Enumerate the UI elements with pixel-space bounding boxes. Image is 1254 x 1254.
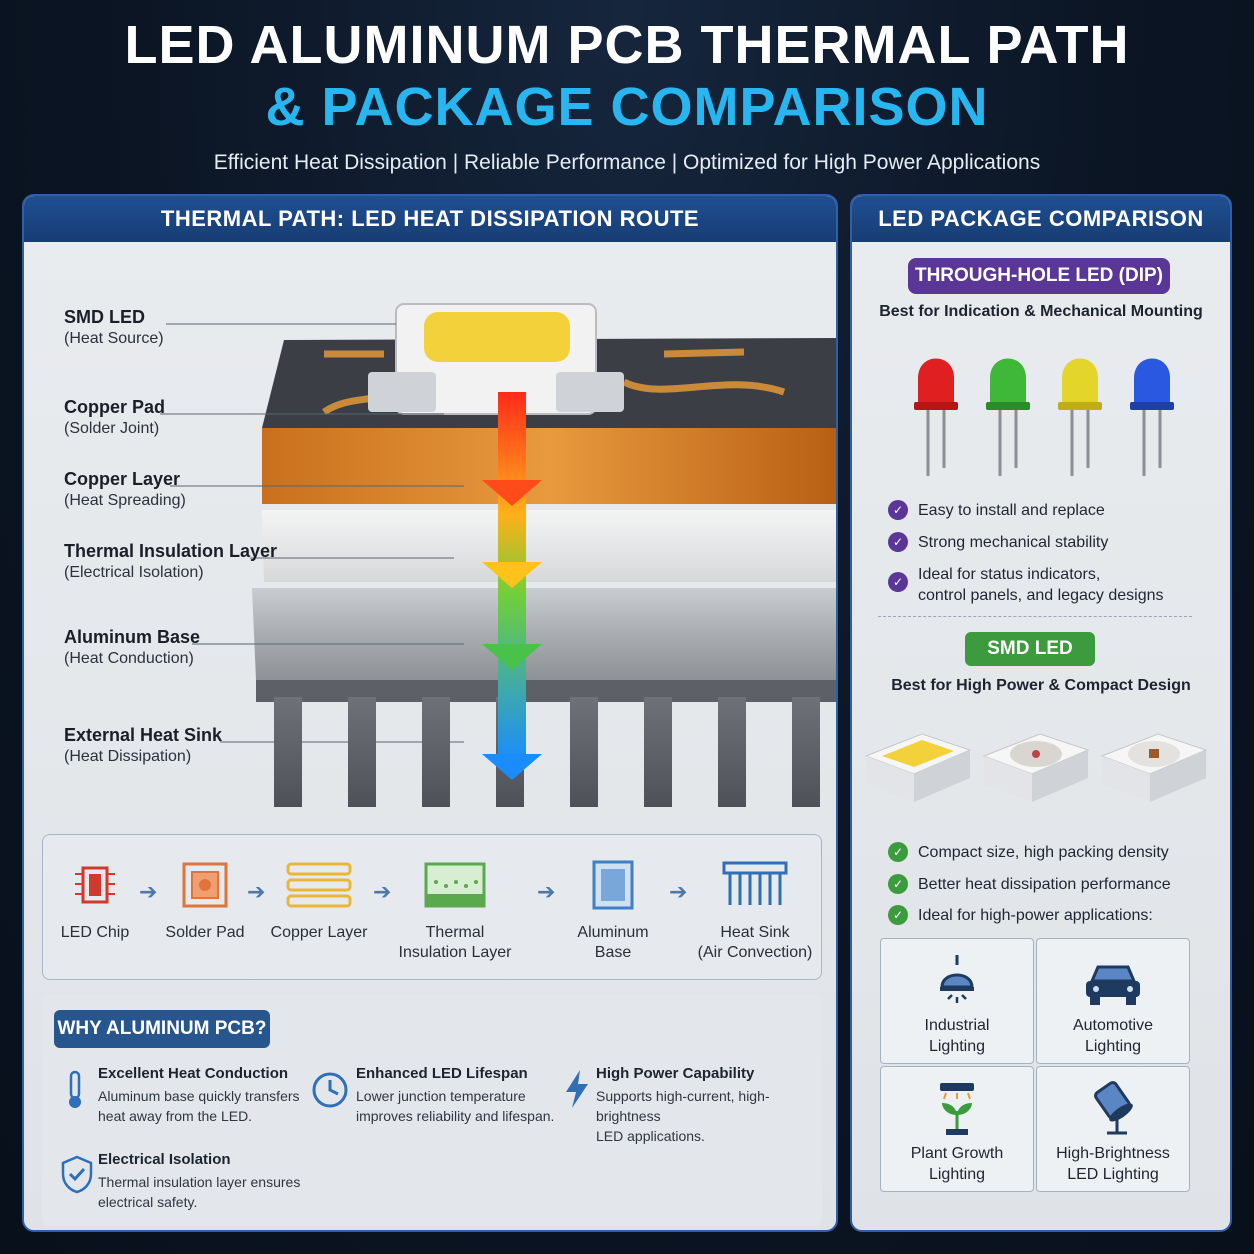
why-item-isolation: Electrical Isolation Thermal insulation … — [98, 1151, 301, 1210]
dip-bullet-1: ✓Easy to install and replace — [888, 500, 1208, 521]
flow-step-heat-sink: Heat Sink(Air Convection) — [685, 855, 825, 963]
insulation-layer-icon — [424, 862, 486, 908]
why-item-lifespan: Enhanced LED Lifespan Lower junction tem… — [356, 1065, 555, 1124]
label-thermal-insulation: Thermal Insulation Layer(Electrical Isol… — [64, 541, 278, 581]
green-led-icon — [986, 358, 1030, 476]
why-item-heat-conduction: Excellent Heat Conduction Aluminum base … — [98, 1065, 300, 1124]
smd-led-yellow-icon — [864, 733, 972, 802]
thermal-path-panel: THERMAL PATH: LED HEAT DISSIPATION ROUTE — [22, 194, 838, 1232]
smd-bullet-2: ✓Better heat dissipation performance — [888, 874, 1208, 895]
flow-arrow-icon: ➔ — [247, 879, 266, 904]
solder-pad-icon — [182, 862, 228, 908]
car-icon — [1086, 965, 1140, 1005]
flow-arrow-icon: ➔ — [139, 879, 158, 904]
label-copper-layer: Copper Layer(Heat Spreading) — [64, 469, 186, 509]
label-aluminum-base: Aluminum Base(Heat Conduction) — [64, 627, 201, 667]
header: LED ALUMINUM PCB THERMAL PATH & PACKAGE … — [0, 14, 1254, 176]
heat-flow-sequence: LED Chip ➔ Solder Pad ➔ Copper Layer ➔ T… — [42, 834, 822, 980]
smd-bullet-3: ✓Ideal for high-power applications: — [888, 905, 1208, 926]
comparison-panel-heading: LED PACKAGE COMPARISON — [852, 196, 1230, 242]
flow-step-led-chip: LED Chip — [25, 855, 165, 943]
dip-tag: THROUGH-HOLE LED (DIP) — [908, 258, 1170, 294]
subtitle: Efficient Heat Dissipation | Reliable Pe… — [213, 151, 1041, 174]
thermometer-icon — [69, 1070, 81, 1108]
check-icon: ✓ — [888, 842, 908, 862]
thermal-panel-heading: THERMAL PATH: LED HEAT DISSIPATION ROUTE — [24, 196, 836, 242]
heat-sink-icon — [722, 861, 788, 905]
section-divider — [878, 616, 1192, 617]
lightning-icon — [566, 1070, 588, 1108]
title-line-1: LED ALUMINUM PCB THERMAL PATH — [124, 15, 1130, 75]
smd-led-illustration — [864, 733, 1208, 802]
label-external-heat-sink: External Heat Sink(Heat Dissipation) — [64, 725, 223, 765]
smd-tag: SMD LED — [965, 632, 1095, 666]
dip-led-illustration — [914, 358, 1174, 476]
dip-subtitle: Best for Indication & Mechanical Mountin… — [879, 303, 1203, 320]
spotlight-icon — [1094, 1081, 1133, 1135]
check-icon: ✓ — [888, 532, 908, 552]
flow-step-copper-layer: Copper Layer — [249, 855, 389, 943]
red-led-icon — [914, 358, 958, 476]
label-copper-pad: Copper Pad(Solder Joint) — [64, 397, 166, 437]
why-item-high-power: High Power Capability Supports high-curr… — [596, 1065, 770, 1144]
yellow-led-icon — [1058, 358, 1102, 476]
layer-stack-svg — [160, 303, 836, 807]
thermal-stack-illustration: SMD LED(Heat Source) Copper Pad(Solder J… — [24, 242, 836, 822]
label-smd-led: SMD LED(Heat Source) — [64, 307, 164, 347]
flow-step-solder-pad: Solder Pad — [135, 855, 275, 943]
plant-lamp-icon — [940, 1083, 974, 1135]
aluminum-base-icon — [592, 860, 634, 910]
check-icon: ✓ — [888, 572, 908, 592]
smd-subtitle: Best for High Power & Compact Design — [891, 677, 1191, 694]
chip-icon — [75, 866, 115, 904]
smd-led-chip-icon — [1100, 733, 1208, 802]
smd-led-rgb-icon — [982, 733, 1090, 802]
smd-bullet-1: ✓Compact size, high packing density — [888, 842, 1208, 863]
check-icon: ✓ — [888, 905, 908, 925]
why-aluminum-section: WHY ALUMINUM PCB? Excellent Heat Conduct… — [42, 994, 822, 1226]
check-icon: ✓ — [888, 500, 908, 520]
package-comparison-panel: LED PACKAGE COMPARISON THROUGH-HOLE LED … — [850, 194, 1232, 1232]
blue-led-icon — [1130, 358, 1174, 476]
check-icon: ✓ — [888, 874, 908, 894]
flow-arrow-icon: ➔ — [373, 879, 392, 904]
title-line-2: & PACKAGE COMPARISON — [265, 77, 989, 137]
dip-bullet-2: ✓Strong mechanical stability — [888, 532, 1208, 553]
why-tag: WHY ALUMINUM PCB? — [54, 1010, 270, 1048]
dip-bullet-3: ✓ Ideal for status indicators,control pa… — [888, 564, 1208, 606]
clock-icon — [312, 1072, 348, 1108]
flow-arrow-icon: ➔ — [537, 879, 556, 904]
copper-layer-icon — [286, 862, 352, 908]
shield-check-icon — [61, 1155, 93, 1194]
flow-arrow-icon: ➔ — [669, 879, 688, 904]
pendant-lamp-icon — [940, 955, 974, 1003]
